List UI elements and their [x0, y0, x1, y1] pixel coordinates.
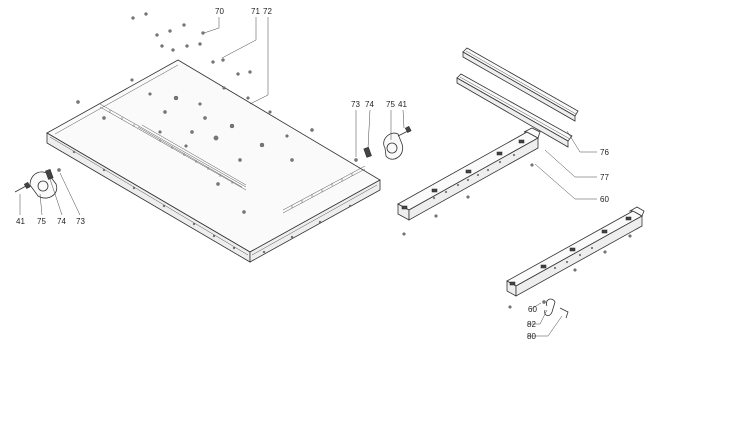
callout-41-left: 41 [16, 217, 25, 226]
callout-60-lower: 60 [528, 305, 537, 314]
callout-80: 80 [527, 332, 536, 341]
callout-76: 76 [600, 148, 609, 157]
rail-lower [456, 73, 573, 148]
left-hardware [14, 168, 61, 199]
callout-71: 71 [251, 7, 260, 16]
callout-74-right: 74 [365, 100, 374, 109]
callout-72: 72 [263, 7, 272, 16]
callout-82: 82 [527, 320, 536, 329]
callout-74-left: 74 [57, 217, 66, 226]
callout-75-left: 75 [37, 217, 46, 226]
leader-lines [19, 17, 597, 337]
callout-70: 70 [215, 7, 224, 16]
small-parts [542, 298, 569, 319]
right-hardware [354, 125, 412, 162]
callout-73-left: 73 [76, 217, 85, 226]
callout-41-right: 41 [398, 100, 407, 109]
frame-beam-lower [506, 206, 645, 297]
callout-77: 77 [600, 173, 609, 182]
callout-labels: 70 71 72 73 74 75 41 41 75 74 73 76 77 6… [16, 7, 609, 341]
callout-60-upper: 60 [600, 195, 609, 204]
screw-set [131, 12, 252, 76]
callout-75-right: 75 [386, 100, 395, 109]
callout-73-right: 73 [351, 100, 360, 109]
table-top [46, 59, 381, 263]
rail-upper [462, 47, 579, 122]
beam-screws [402, 163, 632, 309]
frame-beam-upper [397, 127, 541, 221]
